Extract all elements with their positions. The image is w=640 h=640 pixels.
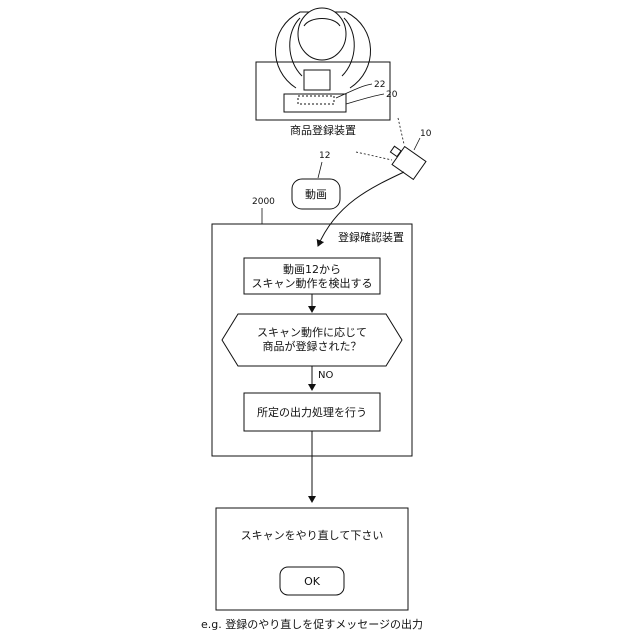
detect-scan-line1: 動画12から [283,262,341,276]
no-branch-label: NO [318,370,333,381]
output-caption: e.g. 登録のやり直しを促すメッセージの出力 [201,617,423,631]
register-device-label: 商品登録装置 [290,123,356,137]
camera-icon [390,146,426,179]
ok-button[interactable]: OK [280,567,344,595]
retry-message: スキャンをやり直して下さい [241,528,384,542]
leader-line-10 [414,138,420,150]
leader-line-20 [346,94,384,104]
scanner-device [284,94,346,112]
ref-label-10: 10 [420,129,432,139]
ok-button-label: OK [304,575,321,588]
output-process-label: 所定の出力処理を行う [257,405,367,419]
decision-line2: 商品が登録された？ [263,339,362,353]
ref-label-20: 20 [386,90,398,100]
product-in-hands [304,70,330,90]
camera-view-line-left [356,152,392,160]
detect-scan-line2: スキャン動作を検出する [252,276,373,290]
camera-view-line-upper [398,118,404,144]
ref-label-22: 22 [374,80,385,90]
ref-label-12: 12 [319,151,330,161]
confirm-device-label: 登録確認装置 [338,230,404,244]
decision-line1: スキャン動作に応じて [257,325,367,339]
leader-line-12 [318,162,322,178]
ref-label-2000: 2000 [252,197,275,207]
scan-region [298,96,334,104]
video-label: 動画 [305,187,327,201]
